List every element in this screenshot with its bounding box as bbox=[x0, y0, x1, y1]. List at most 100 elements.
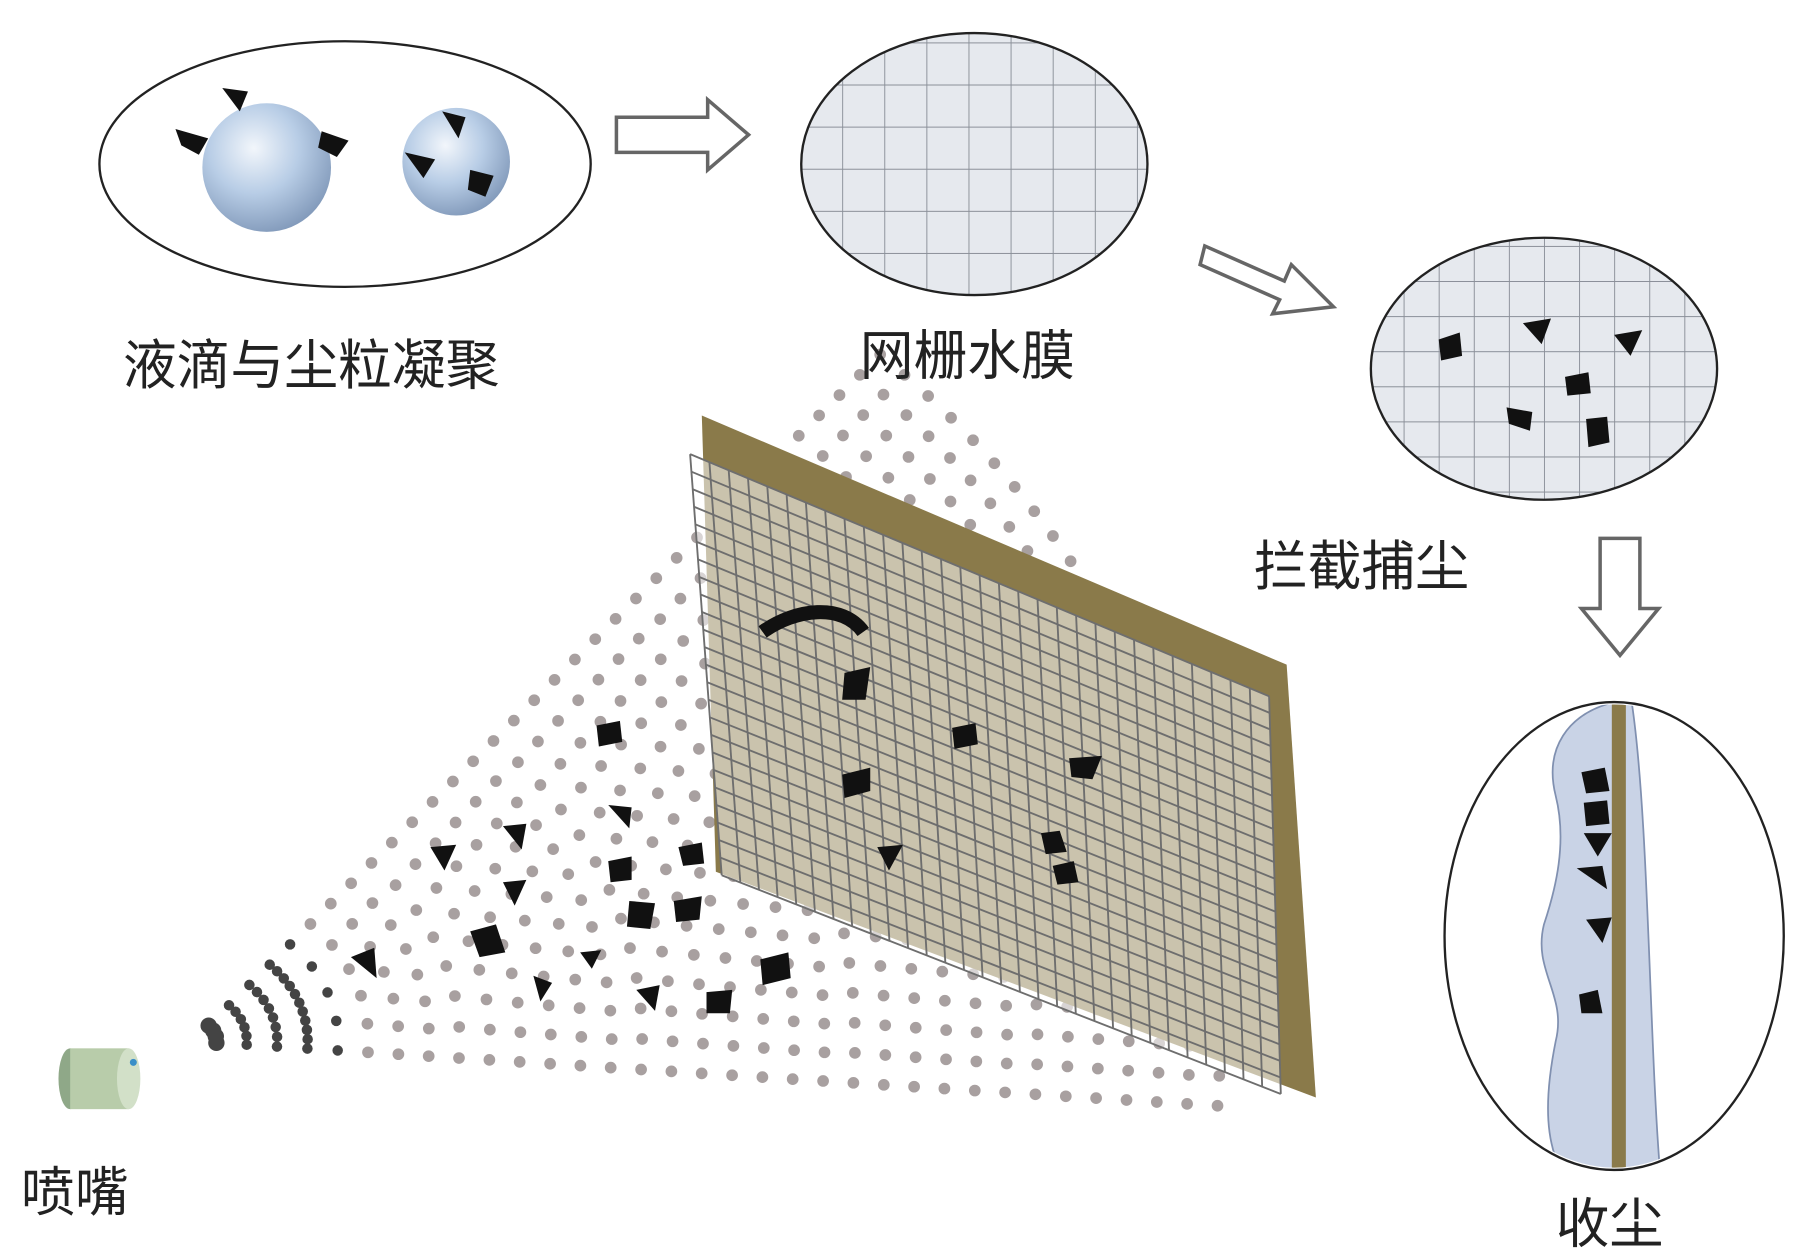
spray-droplet bbox=[816, 450, 829, 462]
spray-droplet bbox=[513, 1056, 526, 1068]
spray-droplet bbox=[230, 1006, 241, 1017]
spray-droplet bbox=[693, 978, 705, 991]
label-grid-water-film: 网栅水膜 bbox=[860, 325, 1075, 388]
spray-droplet bbox=[672, 765, 685, 777]
grid-line bbox=[696, 540, 1272, 780]
spray-droplet bbox=[605, 1033, 618, 1045]
spray-droplet bbox=[409, 858, 422, 870]
spray-droplet bbox=[468, 885, 481, 897]
label-coalescence: 液滴与尘粒凝聚 bbox=[123, 334, 500, 397]
spray-droplet bbox=[1061, 1060, 1074, 1073]
spray-droplet bbox=[727, 1040, 740, 1052]
spray-droplet bbox=[634, 1002, 647, 1015]
spray-droplet bbox=[572, 694, 585, 707]
grid-line bbox=[713, 769, 1279, 996]
spray-droplet bbox=[589, 856, 602, 868]
spray-droplet bbox=[984, 497, 997, 510]
spray-droplet bbox=[562, 868, 575, 881]
spray-droplet bbox=[593, 806, 606, 819]
grid-line bbox=[693, 505, 1271, 747]
spray-droplet bbox=[737, 898, 749, 910]
spray-droplet bbox=[489, 862, 502, 875]
spray-droplet bbox=[355, 989, 367, 1002]
spray-droplet bbox=[332, 1045, 343, 1056]
spray-droplet bbox=[603, 883, 616, 896]
spray-droplet bbox=[1092, 1033, 1105, 1045]
spray-droplet bbox=[427, 931, 440, 944]
spray-droplet bbox=[853, 368, 866, 381]
grid-line bbox=[717, 821, 1280, 1046]
spray-droplet bbox=[526, 865, 539, 878]
spray-droplet bbox=[300, 1015, 311, 1026]
spray-droplet bbox=[1150, 1096, 1163, 1108]
spray-droplet bbox=[848, 1016, 861, 1029]
spray-droplet bbox=[544, 1028, 557, 1041]
spray-droplet bbox=[505, 967, 518, 980]
spray-droplet bbox=[406, 816, 419, 829]
interception-bubble bbox=[1369, 236, 1719, 501]
spray-droplet bbox=[392, 1048, 405, 1061]
spray-droplet bbox=[586, 921, 598, 933]
spray-droplet bbox=[612, 653, 625, 665]
spray-droplet bbox=[635, 1063, 647, 1076]
grid-line bbox=[704, 646, 1275, 880]
spray-droplet bbox=[490, 817, 503, 830]
spray-droplet bbox=[422, 1022, 435, 1035]
spray-droplet bbox=[1059, 1090, 1072, 1103]
spray-droplet bbox=[484, 1023, 496, 1036]
spray-droplet bbox=[944, 495, 957, 508]
captured-dust bbox=[1438, 318, 1643, 448]
spray-droplet bbox=[940, 1053, 952, 1066]
spray-droplet bbox=[1062, 1030, 1074, 1043]
spray-droplet bbox=[306, 961, 318, 972]
grid-line bbox=[716, 804, 1280, 1029]
spray-droplet bbox=[244, 979, 255, 991]
spray-droplet bbox=[880, 429, 893, 442]
dust-particles bbox=[175, 88, 494, 197]
spray-droplet bbox=[630, 592, 642, 605]
spray-droplet bbox=[1003, 521, 1016, 533]
spray-droplet bbox=[654, 653, 667, 666]
spray-droplet bbox=[879, 1019, 892, 1032]
spray-droplet bbox=[345, 877, 357, 890]
spray-droplet bbox=[271, 1041, 283, 1052]
spray-droplet bbox=[936, 965, 949, 978]
spray-droplet bbox=[490, 775, 502, 787]
spray-droplet bbox=[666, 1035, 679, 1048]
spray-droplet bbox=[600, 976, 613, 989]
spray-droplet bbox=[532, 735, 544, 748]
spray-droplet bbox=[422, 1050, 435, 1063]
grid-line bbox=[705, 663, 1276, 896]
spray-droplet bbox=[544, 1057, 556, 1070]
spray-droplet bbox=[1028, 505, 1041, 518]
spray-droplet bbox=[384, 919, 397, 931]
spray-droplet bbox=[343, 963, 355, 975]
spray-droplet bbox=[540, 891, 553, 903]
spray-droplet bbox=[849, 1047, 861, 1059]
spray-droplet bbox=[301, 1024, 313, 1036]
grid-line bbox=[697, 558, 1273, 797]
spray-droplet bbox=[440, 960, 453, 972]
spray-droplet bbox=[615, 912, 627, 925]
spray-droplet bbox=[575, 1031, 588, 1043]
spray-droplet bbox=[636, 1033, 649, 1045]
spray-droplet bbox=[609, 612, 622, 625]
spray-droplet bbox=[680, 920, 693, 932]
spray-droplet bbox=[694, 867, 706, 879]
spray-droplet bbox=[548, 674, 561, 686]
spray-droplet bbox=[449, 816, 462, 829]
spray-droplet bbox=[1183, 1069, 1195, 1081]
spray-droplet bbox=[289, 988, 301, 1000]
spray-droplet bbox=[696, 1007, 708, 1020]
spray-droplet bbox=[326, 939, 338, 951]
spray-droplet bbox=[1047, 530, 1059, 542]
spray-droplet bbox=[530, 819, 542, 832]
spray-droplet bbox=[624, 942, 636, 954]
spray-droplet bbox=[1092, 1062, 1104, 1075]
spray-droplet bbox=[1090, 1092, 1102, 1105]
spray-droplet bbox=[450, 860, 463, 873]
spray-droplet bbox=[271, 965, 283, 977]
spray-droplet bbox=[484, 911, 496, 924]
spray-droplet bbox=[635, 717, 648, 730]
